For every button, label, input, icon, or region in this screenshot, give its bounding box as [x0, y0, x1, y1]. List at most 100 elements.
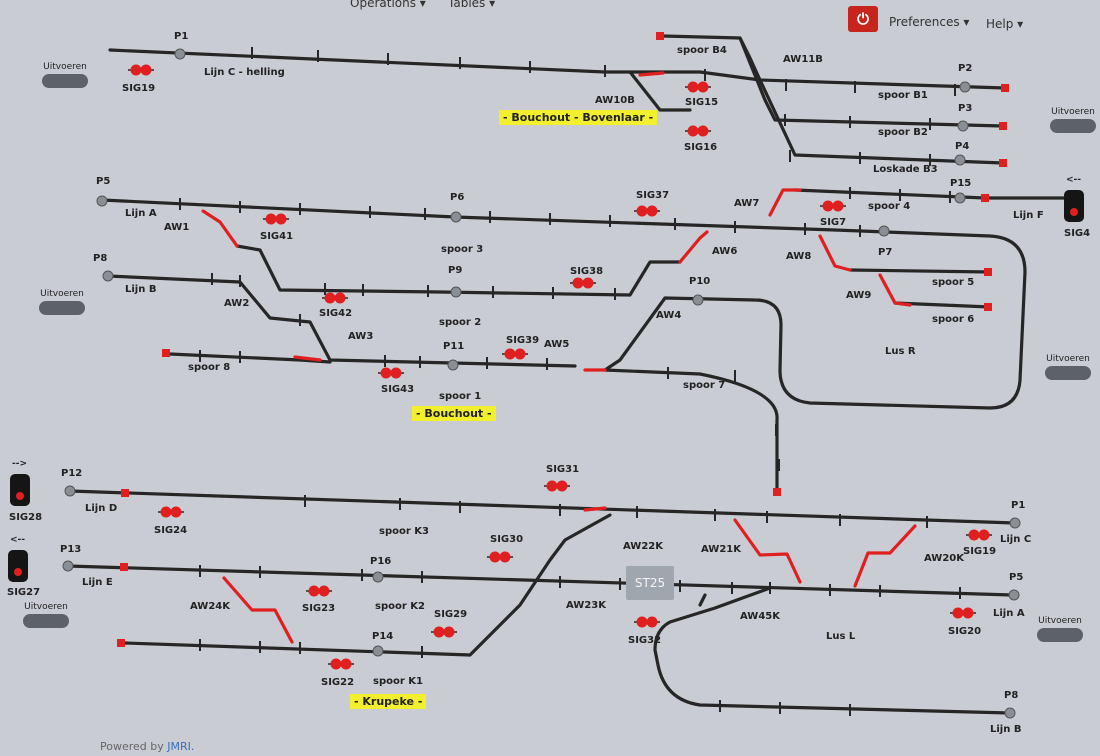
banner-bouchout-bovenlaar: - Bouchout - Bovenlaar -	[499, 110, 658, 125]
label-lijn-a-top: Lijn A	[125, 208, 157, 219]
label-p12: P12	[61, 468, 83, 479]
label-sig38: SIG38	[570, 266, 604, 277]
label-lijn-c: Lijn C	[1000, 534, 1032, 545]
turnout-route-2	[768, 188, 802, 217]
label-spoor-6: spoor 6	[932, 314, 975, 325]
sensor-indicator-17	[1009, 517, 1021, 529]
sensor-indicator-1	[174, 48, 186, 60]
signal-lamp-a-11	[546, 480, 558, 492]
sensor-indicator-13	[64, 485, 76, 497]
label-aw9: AW9	[846, 290, 872, 301]
uitvoeren-button-6[interactable]: Uitvoeren	[1032, 616, 1088, 642]
label-sig43: SIG43	[381, 384, 415, 395]
label-sig41: SIG41	[260, 231, 294, 242]
signal-lamp-a-18	[330, 658, 342, 670]
label-sig16: SIG16	[684, 142, 718, 153]
menu-preferences[interactable]: Preferences ▾	[889, 15, 970, 29]
signal-lamp-a-9	[504, 348, 516, 360]
signal-lamp-b-9	[514, 348, 526, 360]
label-aw2: AW2	[224, 298, 250, 309]
signal-lamp-a-10	[380, 367, 392, 379]
label-aw23k: AW23K	[566, 600, 606, 611]
signal-lamp-a-6	[822, 200, 834, 212]
signal-lamp-a-12	[160, 506, 172, 518]
label-spoor-k2: spoor K2	[375, 601, 425, 612]
label-lus-l: Lus L	[826, 631, 856, 642]
label-spoor-k3: spoor K3	[379, 526, 429, 537]
menu-operations[interactable]: Operations ▾	[350, 0, 426, 10]
signal-lamp-b-3	[697, 125, 709, 137]
signal-lamp-b-5	[275, 213, 287, 225]
label-spoor-8: spoor 8	[188, 362, 231, 373]
label-p5-right: P5	[1009, 572, 1024, 583]
sig4-signal-head[interactable]	[1064, 190, 1084, 222]
label-spoor-1: spoor 1	[439, 391, 482, 402]
label-lijn-a-right: Lijn A	[993, 608, 1025, 619]
signal-lamp-b-11	[556, 480, 568, 492]
track-segment-17	[123, 513, 612, 657]
jmri-link[interactable]: JMRI.	[167, 740, 195, 753]
track-segment-10	[848, 268, 992, 274]
sensor-indicator-10	[450, 286, 462, 298]
turnout-route-10	[853, 524, 917, 588]
label-aw5: AW5	[544, 339, 570, 350]
label-lus-r: Lus R	[885, 346, 916, 357]
label-spoor-3: spoor 3	[441, 244, 484, 255]
label-aw8: AW8	[786, 251, 812, 262]
sensor-indicator-18	[1008, 589, 1020, 601]
menu-tables[interactable]: Tables ▾	[448, 0, 496, 10]
menu-help[interactable]: Help ▾	[986, 17, 1024, 31]
uitvoeren-button-1[interactable]: Uitvoeren	[37, 62, 93, 88]
label-aw21k: AW21K	[701, 544, 741, 555]
st25-block[interactable]: ST25	[626, 566, 674, 600]
end-bumper-5	[981, 194, 989, 202]
label-p9: P9	[448, 265, 463, 276]
label-p7: P7	[878, 247, 893, 258]
track-segment-7	[793, 188, 1077, 200]
label-spoor-4: spoor 4	[868, 201, 911, 212]
uitvoeren-button-5[interactable]: Uitvoeren	[1040, 354, 1096, 380]
banner-krupeke: - Krupeke -	[350, 694, 427, 709]
signal-lamp-a-5	[265, 213, 277, 225]
signal-lamp-b-6	[832, 200, 844, 212]
end-bumper-2	[1001, 84, 1009, 92]
end-bumper-6	[984, 268, 992, 276]
label-spoor-5: spoor 5	[932, 277, 975, 288]
track-segment-12	[106, 274, 577, 368]
sig28-signal-head[interactable]	[10, 474, 30, 506]
uitvoeren-button-4[interactable]: Uitvoeren	[1045, 107, 1100, 133]
signal-lamp-a-17	[952, 607, 964, 619]
label-p5-top: P5	[96, 176, 111, 187]
power-button[interactable]: ⏻	[848, 6, 878, 32]
label-p14: P14	[372, 631, 394, 642]
label-spoor-b1: spoor B1	[878, 90, 928, 101]
label-sig29: SIG29	[434, 609, 468, 620]
turnout-route-7	[293, 355, 322, 362]
label-p3: P3	[958, 103, 973, 114]
sig4-direction: <--	[1066, 175, 1082, 185]
footer: Powered by JMRI.	[100, 740, 195, 753]
track-segment-8	[603, 228, 1027, 410]
sensor-indicator-14	[62, 560, 74, 572]
signal-lamp-b-14	[978, 529, 990, 541]
uitvoeren-button-2[interactable]: Uitvoeren	[34, 289, 90, 315]
label-spoor-k1: spoor K1	[373, 676, 423, 687]
label-p15: P15	[950, 178, 972, 189]
label-p8-top: P8	[93, 253, 108, 264]
label-p1-right: P1	[1011, 500, 1026, 511]
track-segment-2	[628, 70, 1007, 90]
sig27-signal-head[interactable]	[8, 550, 28, 582]
turnout-route-12	[583, 506, 607, 512]
label-sig32: SIG32	[628, 635, 662, 646]
signal-lamp-a-8	[324, 292, 336, 304]
turnout-route-6	[878, 273, 912, 307]
signal-lamp-a-16	[433, 626, 445, 638]
signal-lamp-a-19	[636, 616, 648, 628]
end-bumper-3	[999, 122, 1007, 130]
track-segment-14	[603, 368, 779, 494]
uitvoeren-button-3[interactable]: Uitvoeren	[18, 602, 74, 628]
end-bumper-10	[121, 489, 129, 497]
end-bumper-9	[773, 488, 781, 496]
signal-lamp-b-1	[140, 64, 152, 76]
